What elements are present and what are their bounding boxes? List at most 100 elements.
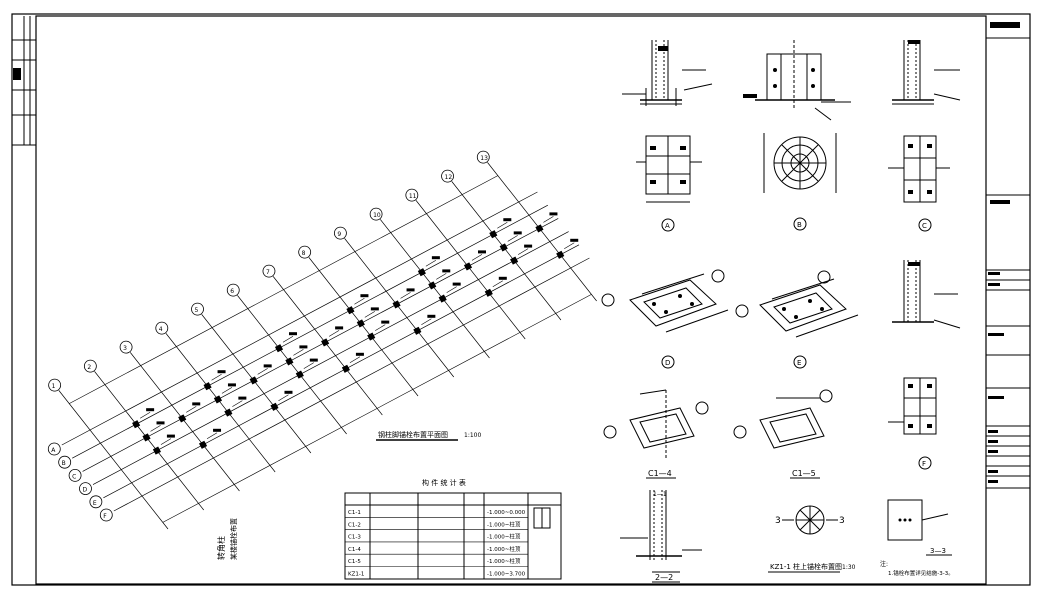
column-tag [370, 307, 379, 311]
detail-B-marker [793, 217, 807, 231]
table-cell-elevation: -1.000~柱顶 [487, 545, 521, 553]
column-marker [285, 357, 294, 366]
detail-A-plan [636, 135, 702, 203]
row-label: C [72, 473, 76, 480]
column-marker [178, 414, 187, 423]
member-table: 构 件 统 计 表 C1-1-1.000~0.000C1-2-1.000~柱顶C… [344, 478, 562, 580]
detail-E-marker [793, 355, 807, 369]
column-marker [556, 250, 565, 259]
column-marker [417, 268, 426, 277]
detail-D-label: D [665, 359, 670, 367]
grid-label: 3 [123, 345, 127, 352]
column-marker [535, 224, 544, 233]
table-cell-elevation: -1.000~柱顶 [487, 557, 521, 565]
grid-label: 4 [159, 326, 163, 333]
row-bubble [99, 508, 113, 522]
plan-title-scale: 1:100 [464, 432, 481, 439]
c1-4-label: C1—4 [648, 469, 672, 478]
detail-B [743, 40, 851, 121]
detail-A [622, 40, 713, 106]
column-tag [289, 332, 297, 336]
section-1-1-mark: 1—1 [653, 491, 667, 498]
column-tag [335, 326, 344, 330]
column-marker [346, 306, 355, 315]
drawing-border [35, 15, 987, 585]
column-tag [442, 269, 451, 273]
grid-line-col [451, 181, 562, 321]
detail-D-marker [661, 355, 675, 369]
column-tag [381, 320, 390, 324]
grid-bubble [405, 188, 419, 202]
note-text: 1.锚栓布置详见结施-3-3。 [888, 569, 954, 577]
column-tag [156, 421, 165, 425]
column-marker [270, 402, 279, 411]
column-tag [227, 383, 236, 387]
column-marker [499, 243, 508, 252]
grid-bubble [83, 359, 97, 373]
grid-bubble [191, 302, 204, 316]
leader-line [517, 248, 529, 255]
column-tag [146, 408, 155, 412]
column-marker [367, 332, 376, 341]
column-tag [513, 231, 522, 235]
row-bubble [89, 495, 103, 509]
table-cell-member: C1-4 [348, 547, 361, 553]
column-tag [427, 314, 436, 318]
detail-C [892, 40, 961, 105]
leader-line [211, 373, 222, 381]
detail-c1-5 [733, 389, 833, 449]
leader-line [293, 349, 304, 356]
detail-D [601, 269, 729, 333]
leader-line [507, 235, 518, 242]
column-tag [478, 250, 486, 254]
grid-bubble [262, 264, 276, 278]
table-cell-elevation: -1.000~3.700 [487, 572, 526, 578]
column-tag [503, 218, 512, 222]
binding-strip [12, 16, 36, 146]
column-marker [224, 408, 233, 417]
leader-line [150, 425, 161, 432]
detail-E-label: E [797, 359, 801, 367]
column-marker [510, 256, 519, 265]
grid-bubble [441, 169, 454, 183]
axis-caption: 转角柱 [216, 536, 226, 560]
column-marker [203, 382, 212, 391]
column-marker [142, 433, 151, 442]
leader-line [278, 394, 289, 402]
leader-line [564, 242, 575, 250]
grid-line-col [129, 352, 240, 492]
grid-label: 13 [480, 155, 488, 162]
column-tag [355, 352, 364, 356]
leader-line [139, 411, 151, 419]
detail-C-plan [888, 135, 950, 203]
column-marker [438, 294, 447, 303]
detail-F-plan [888, 377, 937, 435]
column-marker [152, 446, 161, 455]
column-marker [463, 262, 473, 271]
leader-line [221, 387, 233, 394]
section-3-3-label: 3—3 [930, 547, 946, 555]
column-tag [524, 244, 533, 248]
grid-line-row [61, 191, 538, 446]
column-tag [570, 238, 579, 242]
grid-line-col [165, 333, 276, 473]
leader-line [375, 324, 386, 331]
column-tag [192, 402, 201, 406]
section-3-left: 3 [775, 516, 781, 526]
column-tag [452, 282, 461, 286]
grid-label: 12 [445, 174, 453, 181]
grid-bubble [155, 321, 169, 335]
grid-bubble [298, 245, 312, 259]
detail-c1-4 [603, 389, 709, 460]
table-cell-member: C1-3 [348, 535, 361, 541]
column-tag [166, 434, 175, 438]
detail-A-label: A [665, 222, 670, 230]
leader-line [349, 356, 361, 364]
detail-right-elevation [892, 260, 961, 329]
note-title: 注: [880, 560, 888, 568]
column-marker [132, 420, 141, 429]
detail-C-label: C [922, 222, 927, 230]
grid-line-col [94, 371, 204, 511]
column-tag [406, 288, 415, 292]
